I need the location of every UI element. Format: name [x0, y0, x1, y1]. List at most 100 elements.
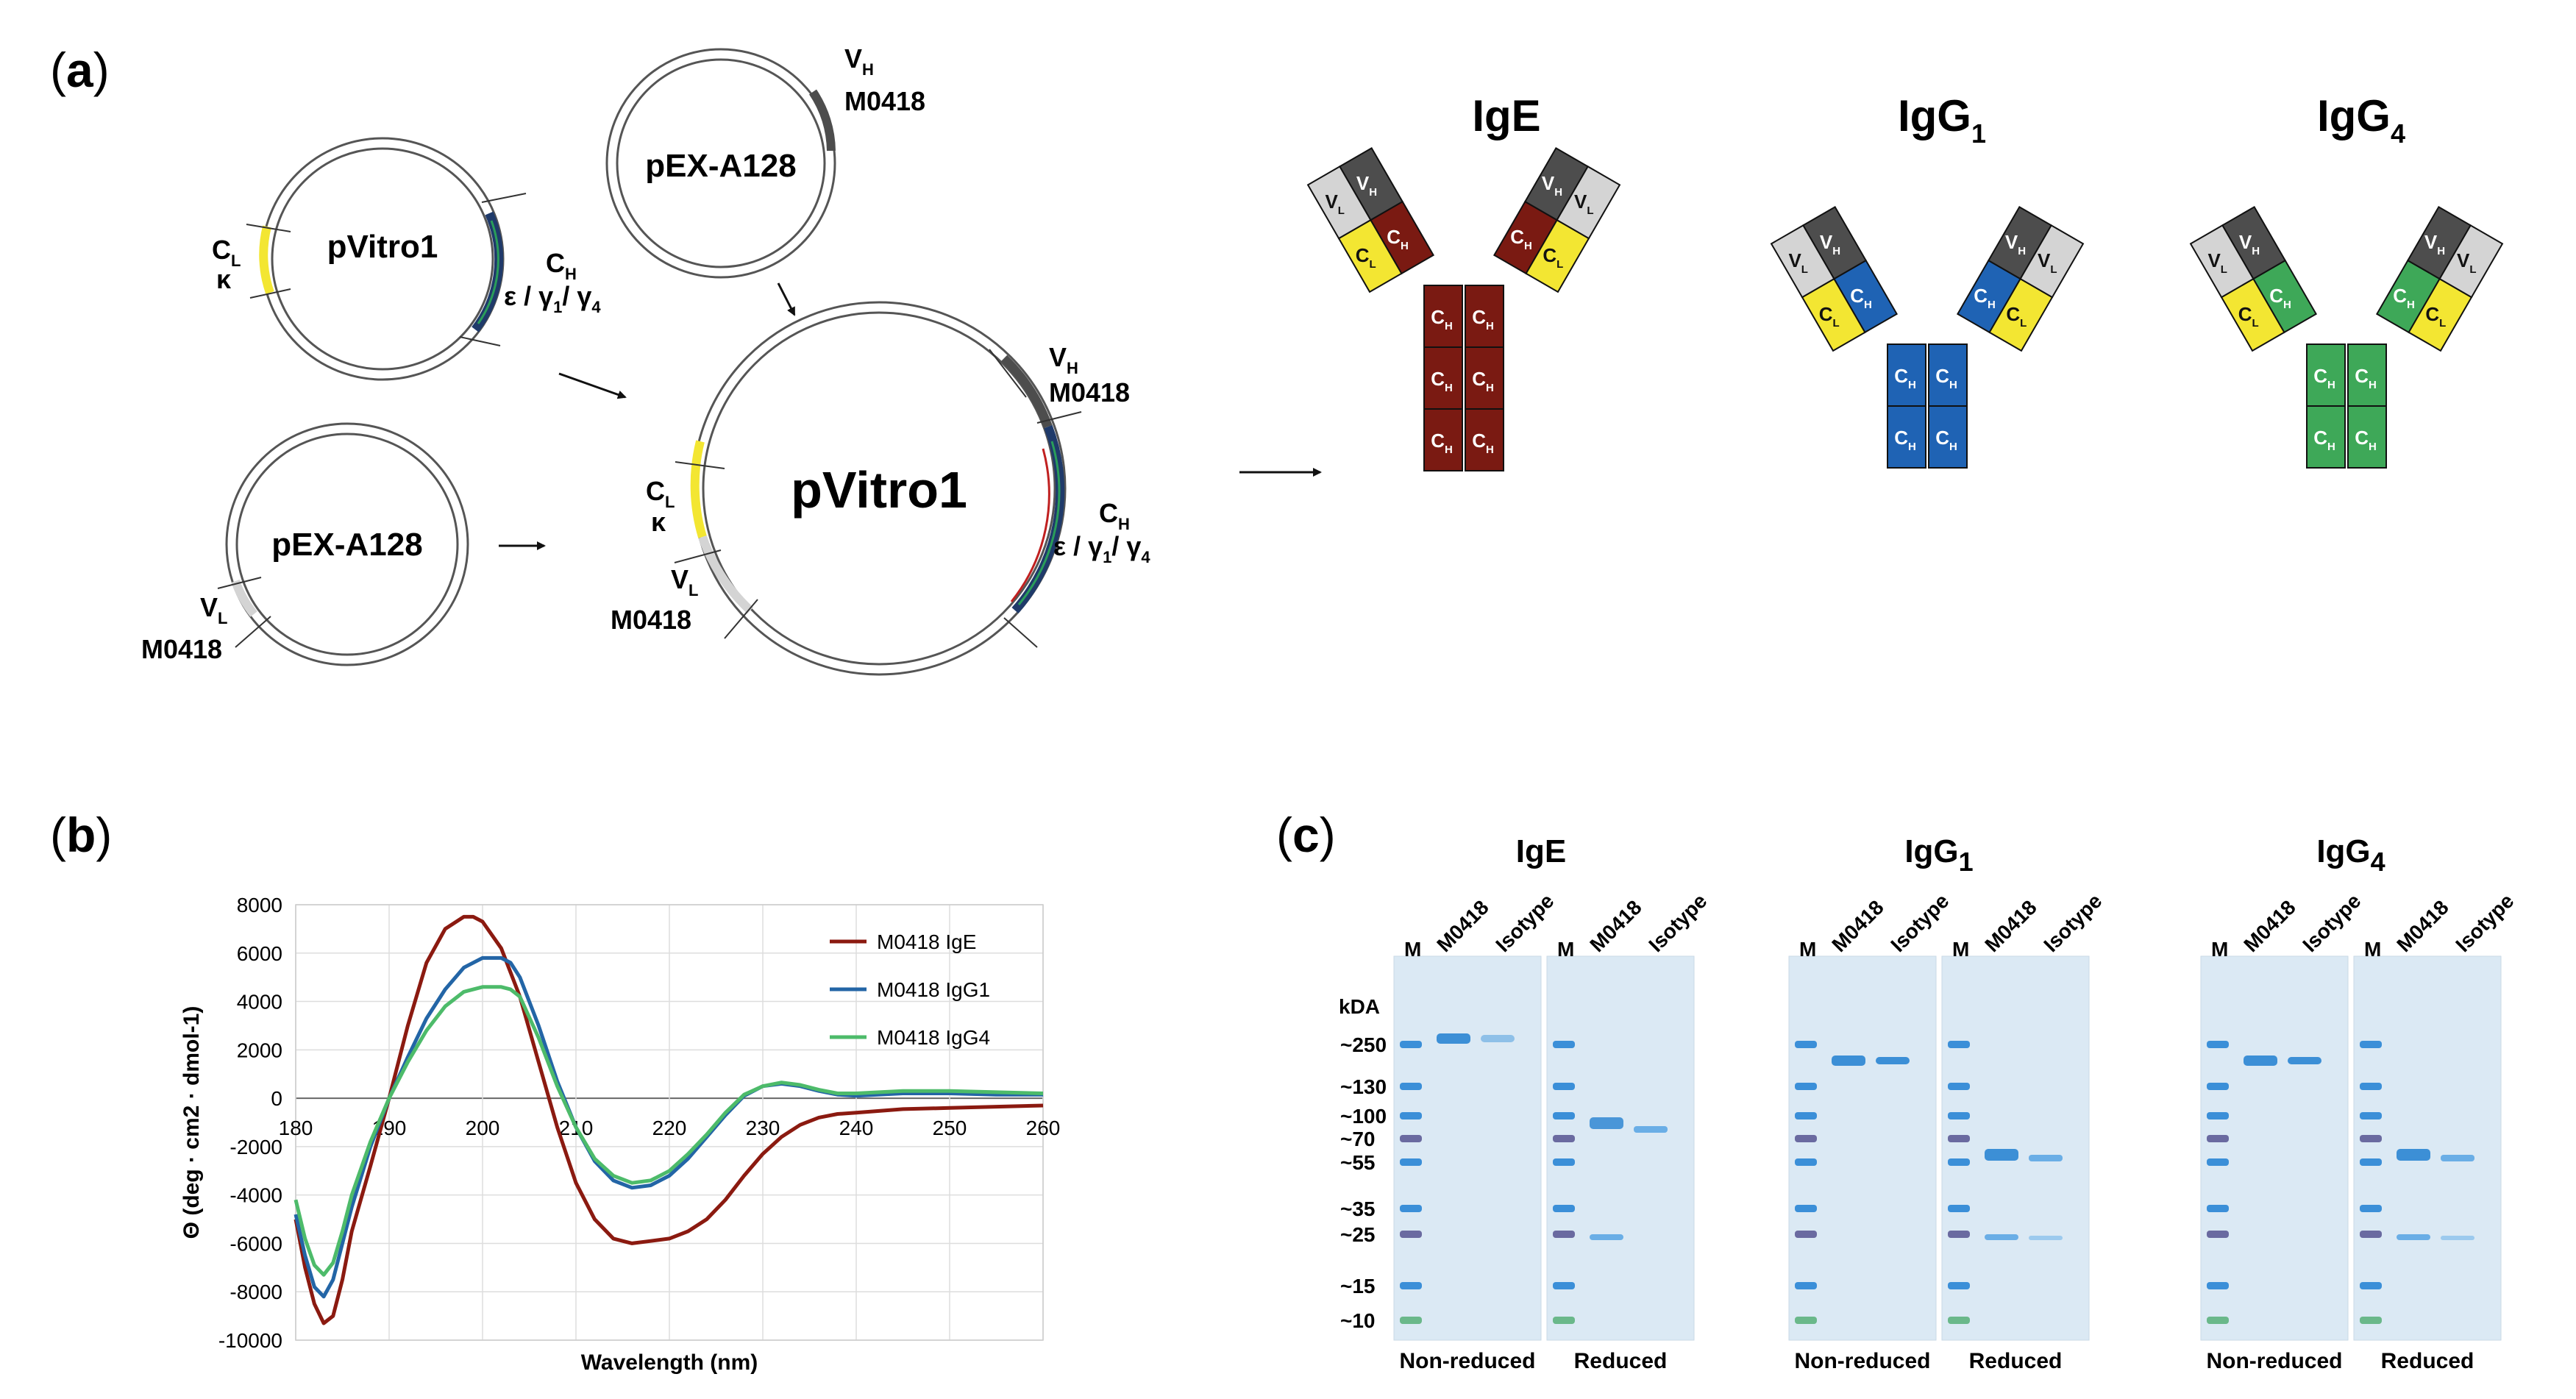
ladder-band [1553, 1112, 1575, 1119]
ladder-band [1948, 1282, 1970, 1289]
ch-domain-label: CH [1850, 285, 1872, 311]
ch-domain-label: CH [1974, 285, 1996, 311]
condition-label-nonreduced: Non-reduced [1399, 1349, 1535, 1373]
panel-a-letter: (a) [50, 43, 110, 97]
mw-marker-label: ~70 [1340, 1128, 1376, 1150]
ch-domain [2306, 405, 2346, 469]
lane-label-marker: M [1952, 938, 1969, 961]
ladder-band [1795, 1205, 1817, 1212]
kappa-label: κ [651, 507, 666, 537]
gel-title: IgG4 [2316, 833, 2385, 877]
sample-band [2244, 1056, 2277, 1066]
vl-domain-label: VL [2038, 249, 2057, 276]
vl-domain-label: VL [1325, 191, 1345, 217]
mw-marker-label: ~25 [1340, 1223, 1376, 1246]
antibody-title: IgE [1472, 91, 1540, 140]
cl-label: CL [212, 235, 241, 270]
isotype-label: ε / γ1/ γ4 [504, 281, 601, 316]
x-axis-label: Wavelength (nm) [581, 1350, 758, 1375]
light-chain-band [1985, 1234, 2018, 1240]
lane-label-sample: M0418 [1980, 896, 2040, 956]
ladder-band [2360, 1112, 2382, 1119]
gel-title: IgE [1516, 833, 1566, 869]
condition-label-nonreduced: Non-reduced [2206, 1349, 2342, 1373]
plasmid-pex-top: pEX-A128 VH M0418 [605, 43, 925, 279]
ch-label: CH [1935, 427, 1957, 453]
vl-label: VL [200, 592, 227, 627]
isotype-heavy-band [2441, 1155, 2474, 1161]
lane-label-isotype: Isotype [1491, 889, 1558, 956]
vl-domain-label: VL [1788, 249, 1808, 276]
vh-domain-label: VH [2424, 231, 2445, 257]
isotype-band [2288, 1057, 2321, 1064]
isotype-light-band [2441, 1236, 2474, 1240]
ch-label: CH [1894, 365, 1916, 391]
ladder-band [1400, 1083, 1422, 1090]
ladder-band [1553, 1317, 1575, 1324]
mw-marker-label: ~100 [1340, 1105, 1387, 1128]
heavy-chain-band [1985, 1149, 2018, 1161]
plasmid-pvitro1-big: pVitro1 CL κ VL M0418 VH M0418 CH ε / γ1… [611, 301, 1150, 676]
ch-label: CH [1894, 427, 1916, 453]
ladder-band [2207, 1205, 2229, 1212]
ladder-band [1553, 1083, 1575, 1090]
mw-marker-label: ~15 [1340, 1275, 1376, 1297]
vh-label: VH [844, 43, 874, 79]
antibody-title: IgG1 [1898, 91, 1986, 149]
cl-domain-label: CL [2006, 303, 2027, 330]
panel-b: (b) 80006000400020000-2000-4000-6000-800… [50, 808, 1060, 1375]
ladder-band [2360, 1282, 2382, 1289]
x-tick-label: 230 [746, 1117, 780, 1139]
mw-marker-label: ~35 [1340, 1197, 1376, 1220]
vh-domain: VH [1987, 205, 2053, 280]
ch-label: CH [1472, 306, 1494, 332]
legend-entry: M0418 IgE [877, 930, 976, 953]
plasmid-name: pVitro1 [791, 461, 967, 519]
y-tick-label: -8000 [230, 1281, 282, 1303]
isotype-band [1481, 1035, 1515, 1042]
ladder-band [2207, 1231, 2229, 1238]
y-tick-label: -6000 [230, 1232, 282, 1255]
ch-domain-label: CH [1510, 226, 1532, 252]
ch-domain [1887, 405, 1926, 469]
series-line [293, 985, 1044, 1277]
ladder-band [1553, 1158, 1575, 1166]
ladder-band [1795, 1135, 1817, 1142]
ch-label: CH [546, 248, 577, 283]
ch-domain [1423, 285, 1463, 348]
ladder-band [1553, 1135, 1575, 1142]
vh-domain-label: VH [1820, 231, 1840, 257]
lane-label-isotype: Isotype [2451, 889, 2518, 956]
ch-domain: CH [1832, 259, 1899, 334]
ladder-band [2360, 1205, 2382, 1212]
mw-marker-label: ~55 [1340, 1151, 1376, 1174]
condition-label-nonreduced: Non-reduced [1794, 1349, 1930, 1373]
ladder-band [2207, 1317, 2229, 1324]
ch-domain-label: CH [1387, 226, 1409, 252]
ch-label: CH [2313, 365, 2335, 391]
panel-c-letter: (c) [1276, 808, 1336, 862]
x-tick-label: 240 [839, 1117, 874, 1139]
y-tick-label: -4000 [230, 1184, 282, 1207]
cl-domain-label: CL [2425, 303, 2446, 330]
ladder-band [1400, 1158, 1422, 1166]
lane-label-sample: M0418 [1432, 896, 1492, 956]
plasmid-pex-bottom: pEX-A128 VL M0418 [141, 422, 469, 666]
heavy-chain-band [1590, 1117, 1623, 1129]
ladder-band [2360, 1231, 2382, 1238]
light-chain-band [1590, 1234, 1623, 1240]
ladder-band [1948, 1158, 1970, 1166]
x-tick-label: 200 [466, 1117, 500, 1139]
lane-label-marker: M [2364, 938, 2381, 961]
ladder-band [1948, 1317, 1970, 1324]
panel-a: (a) pVitro1 CL κ CH ε / γ1/ γ4 pEX-A128 … [50, 43, 2504, 676]
condition-label-reduced: Reduced [1969, 1349, 2063, 1373]
legend-entry: M0418 IgG1 [877, 978, 990, 1001]
ladder-band [1553, 1231, 1575, 1238]
cl-kappa-segment [259, 225, 274, 294]
